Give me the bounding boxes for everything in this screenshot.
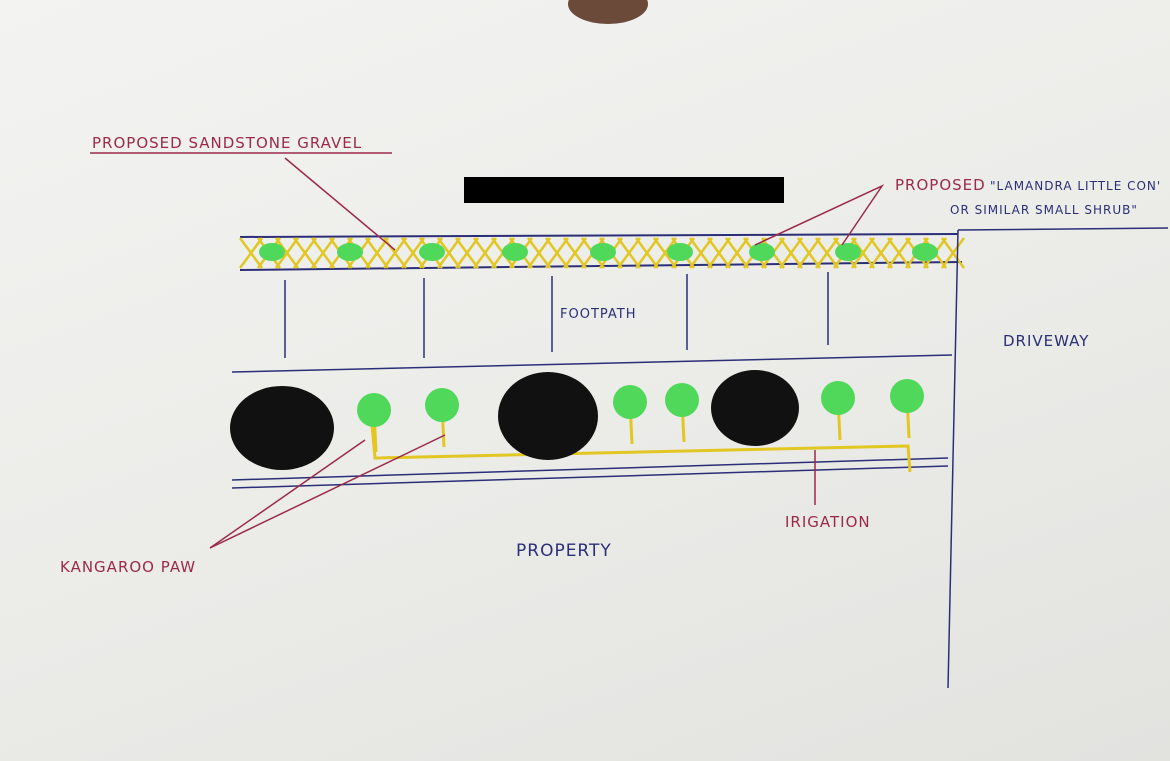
label-shrub-line1: "LAMANDRA LITTLE CON'	[990, 179, 1161, 193]
label-gravel: PROPOSED SANDSTONE GRAVEL	[92, 134, 362, 152]
small-shrub	[590, 243, 616, 261]
kangaroo-paw-plant	[890, 379, 924, 413]
small-shrub	[749, 243, 775, 261]
redaction-bar	[464, 177, 784, 203]
kangaroo-paw-plant	[613, 385, 647, 419]
label-kangaroo-paw: KANGAROO PAW	[60, 558, 196, 576]
driveway-boundary	[947, 229, 959, 689]
label-driveway: DRIVEWAY	[1003, 332, 1089, 350]
irrigation-line	[370, 424, 912, 473]
existing-trees	[230, 370, 799, 470]
leader-lines	[90, 152, 885, 549]
label-irrigation: IRIGATION	[785, 513, 871, 531]
label-shrub-line2: OR SIMILAR SMALL SHRUB"	[950, 203, 1138, 217]
kangaroo-paw-plant	[665, 383, 699, 417]
footpath-dividers	[284, 272, 829, 358]
small-shrub	[835, 243, 861, 261]
finger	[568, 0, 648, 24]
label-footpath: FOOTPATH	[560, 307, 637, 322]
small-shrub	[667, 243, 693, 261]
small-shrub	[259, 243, 285, 261]
label-shrub-prefix: PROPOSED	[895, 176, 986, 194]
small-shrub	[337, 243, 363, 261]
kangaroo-paw-plant	[821, 381, 855, 415]
small-shrub	[419, 243, 445, 261]
small-shrub	[912, 243, 938, 261]
label-property: PROPERTY	[516, 541, 612, 561]
gravel-strip	[238, 233, 966, 271]
small-shrub	[502, 243, 528, 261]
kangaroo-paw-plant	[425, 388, 459, 422]
kangaroo-paw-plant	[357, 393, 391, 427]
garden-bed	[231, 354, 953, 489]
